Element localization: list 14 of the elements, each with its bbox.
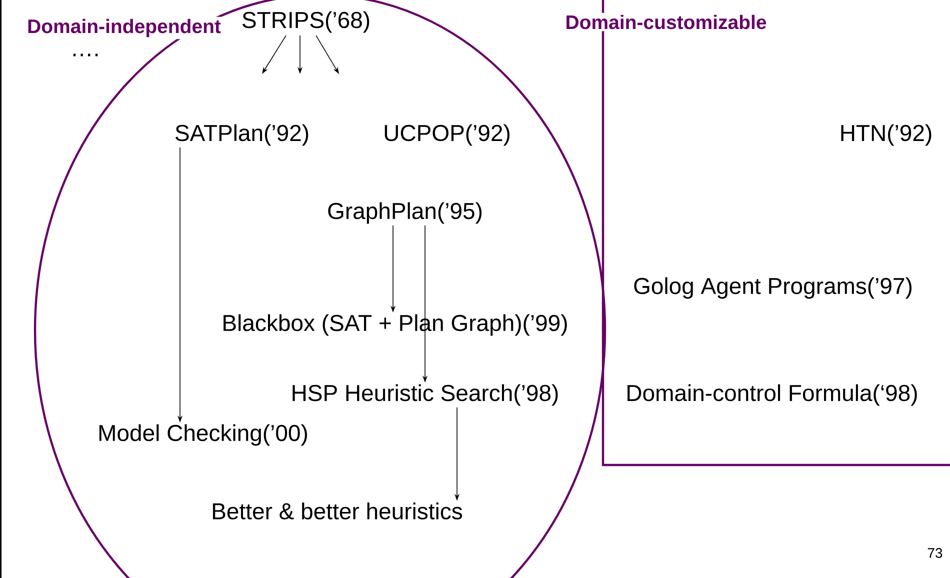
region-heading: Domain-independent bbox=[25, 16, 223, 40]
planner-label: UCPOP(’92) bbox=[384, 124, 510, 146]
planner-label: Model Checking(’00) bbox=[99, 424, 307, 446]
ellipsis-text: …. bbox=[73, 54, 98, 56]
page-number: 73 bbox=[928, 548, 942, 558]
planner-label: HTN(’92) bbox=[841, 124, 932, 146]
planner-label: Golog Agent Programs(’97) bbox=[634, 277, 912, 299]
planner-label: Domain-control Formula(‘98) bbox=[628, 384, 917, 406]
region-heading: Domain-customizable bbox=[563, 12, 769, 32]
planner-label: HSP Heuristic Search(’98) bbox=[292, 384, 558, 406]
planner-label: SATPlan(’92) bbox=[176, 124, 308, 146]
planner-label: STRIPS(’68) bbox=[242, 11, 370, 33]
planner-label: Better & better heuristics bbox=[212, 502, 462, 520]
planner-label: GraphPlan(’95) bbox=[328, 202, 482, 224]
